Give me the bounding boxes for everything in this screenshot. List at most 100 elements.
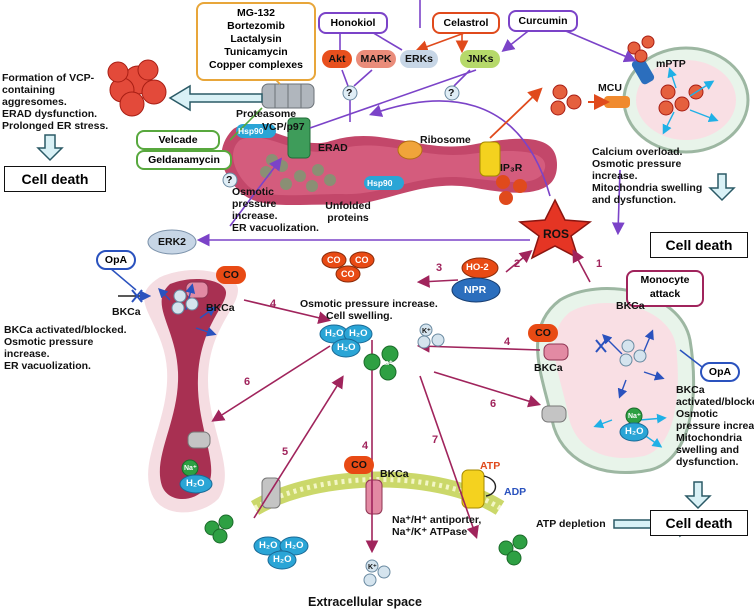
center-osmotic-2: Cell swelling. — [326, 310, 393, 322]
inhibitor-1: MG-132 — [237, 7, 275, 19]
left-cell-text-4: ER vacuolization. — [4, 360, 91, 372]
extracellular-label: Extracellular space — [308, 595, 422, 609]
cell-death-mid: Cell death — [650, 232, 748, 258]
h2o-1: H₂O — [325, 328, 344, 339]
velcade-box: Velcade — [136, 130, 220, 150]
arrow-num-3: 3 — [436, 262, 443, 274]
akt-node: Akt — [322, 50, 352, 68]
mcu-channel-icon — [604, 96, 630, 108]
hsp90-a-label: Hsp90 — [238, 126, 264, 136]
co-badge-right: CO — [528, 324, 558, 342]
atp-label: ATP — [480, 460, 501, 472]
bkca-right-a: BKCa — [616, 300, 645, 312]
aggresome-4: ERAD dysfunction. — [2, 108, 98, 120]
ribosome-label: Ribosome — [420, 134, 471, 146]
arrow-num-7: 7 — [432, 434, 439, 446]
h2o-ext-3: H₂O — [273, 554, 292, 565]
proteasome-icon — [261, 83, 315, 109]
k-center: K⁺ — [422, 328, 431, 335]
aggresome-arrow — [168, 84, 263, 112]
hsp90-b-label: Hsp90 — [367, 178, 393, 188]
antiporter-1: Na⁺/H⁺ antiporter, — [392, 514, 482, 526]
geldanamycin-box: Geldanamycin — [136, 150, 232, 170]
proteasome-label: Proteasome — [236, 108, 297, 120]
er-osmotic-1: Osmotic — [232, 186, 275, 198]
vcp-label: VCP/p97 — [262, 121, 305, 133]
h2o-3: H₂O — [337, 342, 356, 353]
erk2-label: ERK2 — [158, 236, 187, 248]
membrane-channel-left — [261, 477, 281, 509]
na-left: Na⁺ — [184, 465, 197, 472]
ip3r-channel-icon — [479, 141, 501, 177]
mcu-label: MCU — [598, 82, 622, 94]
adp-label: ADP — [504, 486, 527, 498]
arrow-num-2: 2 — [514, 258, 521, 270]
inhibitor-box: MG-132 Bortezomib Lactalysin Tunicamycin… — [196, 2, 316, 81]
mito-text-4: Mitochondria swelling — [592, 182, 703, 194]
er-osmotic-3: increase. — [232, 210, 278, 222]
right-cell-text-2: activated/blocked. — [676, 396, 754, 408]
inhibitor-3: Lactalysin — [230, 33, 282, 45]
na-right: Na⁺ — [628, 413, 641, 420]
right-cell-text-3: Osmotic — [676, 408, 719, 420]
co-badge-left: CO — [216, 266, 246, 284]
ip3r-label: IP₃R — [500, 162, 523, 174]
right-cell-text-4: pressure increase. — [676, 420, 754, 432]
cell-death-left: Cell death — [4, 166, 106, 192]
arrow-num-6b: 6 — [490, 398, 497, 410]
aggresome-2: containing — [2, 84, 56, 96]
mito-text-5: and dysfunction. — [592, 194, 676, 206]
co-badge-mem: CO — [344, 456, 374, 474]
unfolded-label: Unfolded proteins — [325, 200, 371, 224]
er-osmotic-2: pressure — [232, 198, 277, 210]
co-cluster-1: CO — [327, 255, 341, 265]
aggresome-5: Prolonged ER stress. — [2, 120, 109, 132]
mptp-label: mPTP — [656, 58, 686, 70]
cell-death-bottom: Cell death — [650, 510, 748, 536]
curcumin-box: Curcumin — [508, 10, 578, 32]
h2o-ext-2: H₂O — [285, 540, 304, 551]
left-cell-text-2: Osmotic pressure — [4, 336, 94, 348]
atp-depletion-label: ATP depletion — [536, 518, 606, 530]
center-osmotic-1: Osmotic pressure increase. — [300, 298, 438, 310]
h2o-ext-1: H₂O — [259, 540, 278, 551]
erad-label: ERAD — [318, 142, 348, 154]
membrane-bkca-icon — [365, 479, 383, 515]
bkca-left-b: BKCa — [206, 302, 235, 314]
honokiol-box: Honokiol — [318, 12, 388, 34]
arrow-num-4c: 4 — [362, 440, 369, 452]
erks-node: ERKs — [400, 50, 438, 68]
arrow-num-4a: 4 — [270, 298, 277, 310]
co-cluster-2: CO — [355, 255, 369, 265]
na-center: Na⁺ — [380, 360, 393, 367]
h2o-left: H₂O — [186, 478, 205, 489]
opa-left-badge: OpA — [96, 250, 136, 270]
ribosome-icon — [397, 140, 423, 160]
vcp-p97-icon — [287, 117, 311, 159]
opa-right-badge: OpA — [700, 362, 740, 382]
mito-text-1: Calcium overload. — [592, 146, 683, 158]
monocyte-box: Monocyte attack — [626, 270, 704, 307]
arrow-num-6a: 6 — [244, 376, 251, 388]
q-2: ? — [448, 87, 455, 99]
aggresome-icon — [107, 59, 167, 117]
jnks-node: JNKs — [460, 50, 500, 68]
mito-text-3: increase. — [592, 170, 638, 182]
celastrol-box: Celastrol — [432, 12, 500, 34]
left-cell-text-3: increase. — [4, 348, 50, 360]
right-cell-text-7: dysfunction. — [676, 456, 739, 468]
aggresome-3: aggresomes. — [2, 96, 67, 108]
h2o-2: H₂O — [349, 328, 368, 339]
arrow-num-4b: 4 — [504, 336, 511, 348]
ros-label: ROS — [543, 227, 570, 241]
h2o-right: H₂O — [625, 426, 644, 437]
left-cell-text-1: BKCa activated/blocked. — [4, 324, 127, 336]
npr-label: NPR — [464, 284, 487, 296]
atp-pump-icon — [461, 469, 485, 509]
k-ext: K⁺ — [368, 564, 377, 571]
arrow-num-5: 5 — [282, 446, 289, 458]
ho2-label: HO-2 — [466, 262, 489, 273]
bkca-right-b: BKCa — [534, 362, 563, 374]
inhibitor-4: Tunicamycin — [224, 46, 288, 58]
